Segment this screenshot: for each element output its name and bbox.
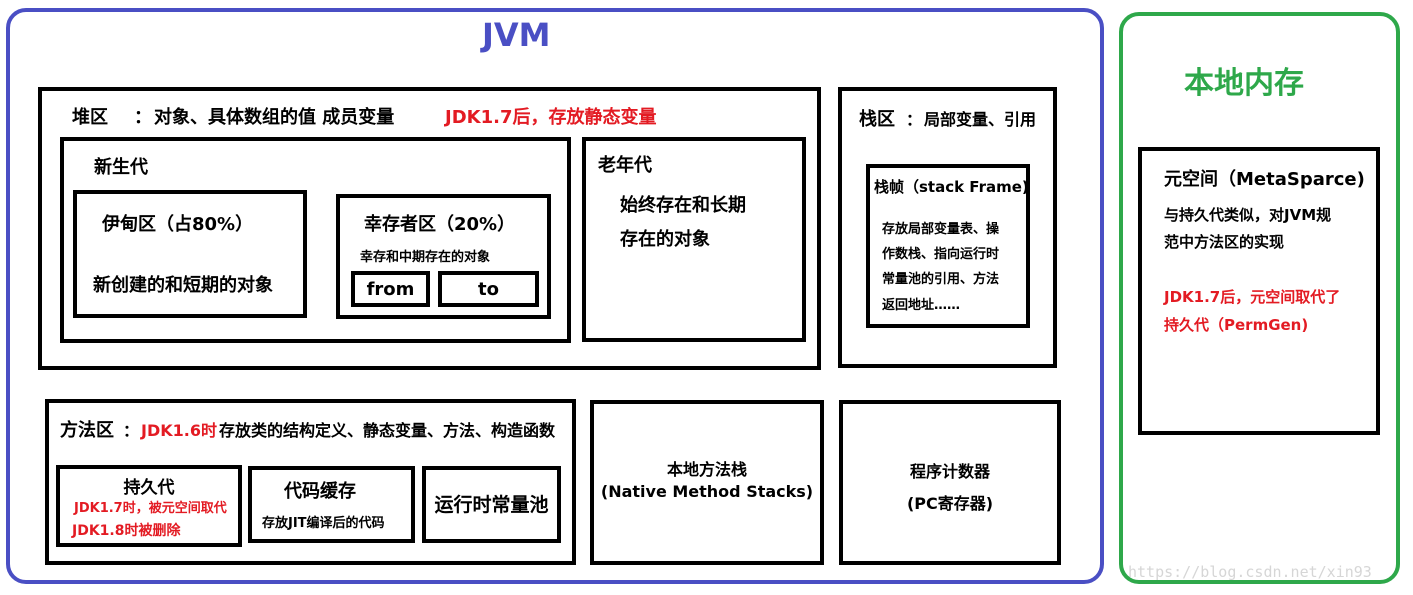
permgen-label: 持久代 xyxy=(123,478,175,498)
stack-label: 栈区 xyxy=(859,109,895,130)
survivor-from-label: from xyxy=(366,279,415,300)
jvm-frame xyxy=(6,8,1104,584)
method-area-colon: ： xyxy=(123,421,140,440)
stack-frame-box: 栈帧（stack Frame) 存放局部变量表、操 作数栈、指向运行时 常量池的… xyxy=(866,164,1030,328)
method-area-description: 存放类的结构定义、静态变量、方法、构造函数 xyxy=(219,421,556,440)
metaspace-box: 元空间（MetaSparce) 与持久代类似，对JVM规 范中方法区的实现 JD… xyxy=(1138,147,1380,435)
runtime-constant-pool-label: 运行时常量池 xyxy=(434,494,549,516)
heap-colon: ： xyxy=(134,107,152,128)
old-generation-desc-line2: 存在的对象 xyxy=(620,229,710,250)
young-generation-label: 新生代 xyxy=(94,157,148,178)
stack-frame-line3: 常量池的引用、方法 xyxy=(882,272,1000,287)
jvm-title: JVM xyxy=(482,16,551,54)
stack-colon: ： xyxy=(906,110,923,129)
pc-register-line2: (PC寄存器) xyxy=(906,494,994,513)
native-memory-frame xyxy=(1119,12,1400,584)
eden-box: 伊甸区（占80%） 新创建的和短期的对象 xyxy=(73,190,307,318)
method-area-note: JDK1.6时 xyxy=(141,421,217,440)
old-generation-desc-line1: 始终存在和长期 xyxy=(620,195,746,216)
survivor-from-box: from xyxy=(351,271,430,307)
metaspace-note-line2: 持久代（PermGen) xyxy=(1164,316,1309,334)
metaspace-desc-line1: 与持久代类似，对JVM规 xyxy=(1164,206,1332,224)
old-generation-label: 老年代 xyxy=(598,155,652,176)
heap-note: JDK1.7后，存放静态变量 xyxy=(445,107,657,128)
survivor-description: 幸存和中期存在的对象 xyxy=(360,250,491,265)
stack-frame-line1: 存放局部变量表、操 xyxy=(882,222,1000,237)
runtime-constant-pool-box: 运行时常量池 xyxy=(422,466,561,543)
survivor-label: 幸存者区（20%） xyxy=(364,214,516,235)
code-cache-box: 代码缓存 存放JIT编译后的代码 xyxy=(248,466,415,543)
metaspace-note-line1: JDK1.7后，元空间取代了 xyxy=(1164,288,1341,306)
heap-description: 对象、具体数组的值 成员变量 xyxy=(154,107,395,128)
code-cache-description: 存放JIT编译后的代码 xyxy=(262,516,385,531)
pc-register-line1: 程序计数器 xyxy=(909,462,990,481)
stack-frame-line2: 作数栈、指向运行时 xyxy=(882,247,1000,262)
permgen-note1: JDK1.7时，被元空间取代 xyxy=(74,501,227,516)
native-memory-title: 本地内存 xyxy=(1184,66,1304,101)
code-cache-label: 代码缓存 xyxy=(284,481,356,502)
metaspace-desc-line2: 范中方法区的实现 xyxy=(1164,233,1285,251)
pc-register-box: 程序计数器 (PC寄存器) xyxy=(839,400,1061,565)
stack-frame-title: 栈帧（stack Frame) xyxy=(874,178,1029,196)
native-method-stack-line2: (Native Method Stacks) xyxy=(600,482,814,501)
native-method-stack-box: 本地方法栈 (Native Method Stacks) xyxy=(590,400,824,565)
metaspace-title: 元空间（MetaSparce) xyxy=(1164,169,1365,190)
watermark: https://blog.csdn.net/xin93 xyxy=(1128,563,1372,581)
eden-label: 伊甸区（占80%） xyxy=(102,214,254,235)
eden-description: 新创建的和短期的对象 xyxy=(93,275,273,296)
native-method-stack-line1: 本地方法栈 xyxy=(666,460,747,479)
stack-frame-line4: 返回地址…… xyxy=(882,298,961,313)
survivor-to-box: to xyxy=(438,271,539,307)
permgen-box: 持久代 JDK1.7时，被元空间取代 JDK1.8时被删除 xyxy=(56,465,242,547)
survivor-to-label: to xyxy=(478,279,499,300)
permgen-note2: JDK1.8时被删除 xyxy=(72,523,181,539)
heap-label: 堆区 xyxy=(72,107,108,128)
old-generation-box: 老年代 始终存在和长期 存在的对象 xyxy=(582,137,806,342)
stack-description: 局部变量、引用 xyxy=(924,110,1037,129)
method-area-label: 方法区 xyxy=(60,420,114,441)
